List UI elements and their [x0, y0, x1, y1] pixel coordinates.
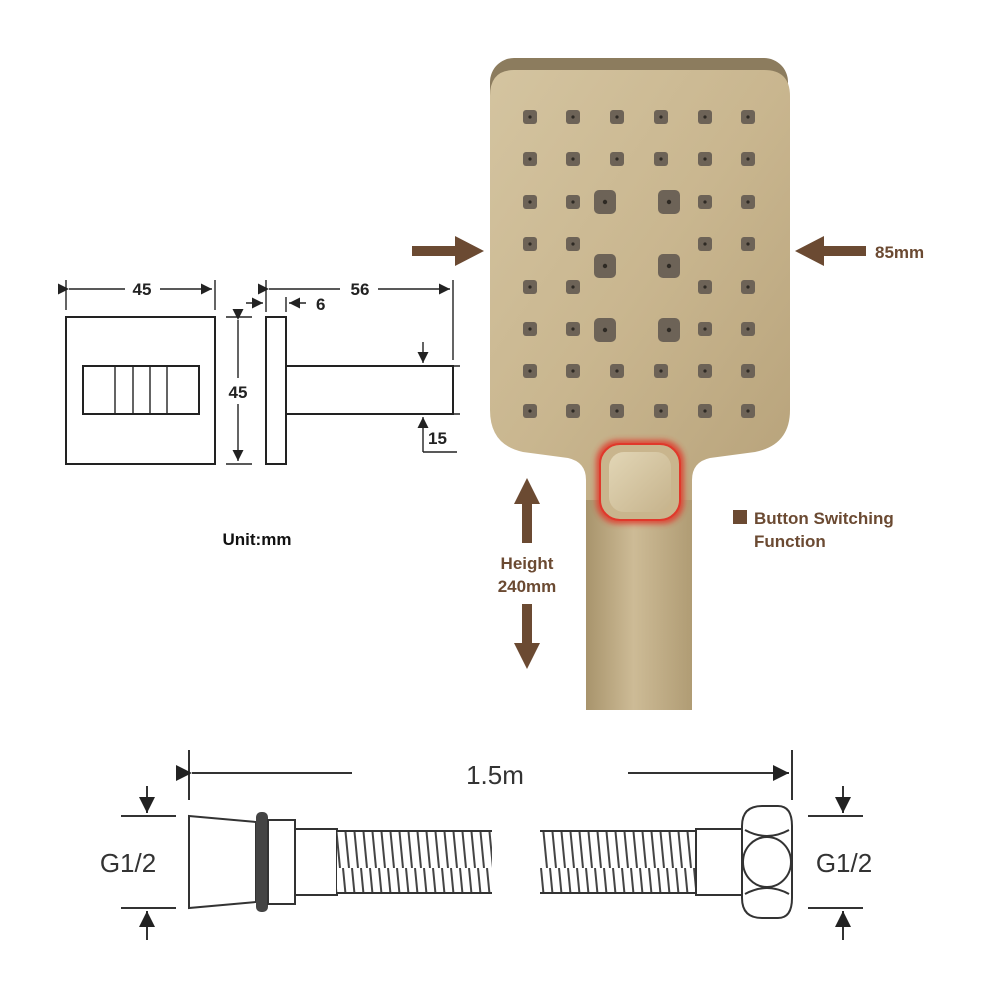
bracket-width-label: 45	[133, 280, 152, 299]
nozzle-hole	[659, 369, 663, 373]
nozzle-hole	[746, 200, 750, 204]
left-fitting-collar	[267, 819, 296, 905]
nozzle-hole	[746, 242, 750, 246]
nozzle-hole	[528, 327, 532, 331]
height-indicator: Height 240mm	[498, 478, 557, 669]
hose-coil-left	[337, 831, 492, 893]
bracket-side-plate	[265, 316, 287, 465]
height-arrow-up	[514, 478, 540, 543]
nozzle-hole	[703, 409, 707, 413]
nozzle-hole	[602, 263, 608, 269]
nozzle-hole	[659, 115, 663, 119]
width-arrow-right	[795, 236, 866, 266]
nozzle-hole	[615, 369, 619, 373]
nozzle-hole	[746, 409, 750, 413]
nozzle-hole	[602, 199, 608, 205]
nozzle-hole	[528, 285, 532, 289]
nozzle-hole	[746, 285, 750, 289]
nozzle-hole	[703, 242, 707, 246]
bracket-plate-thickness-label: 6	[316, 295, 325, 314]
nozzle-hole	[528, 369, 532, 373]
nozzle-hole	[571, 285, 575, 289]
nozzle-hole	[602, 327, 608, 333]
feature-label-line1: Button Switching	[754, 509, 894, 528]
nozzle-hole	[703, 200, 707, 204]
nozzle-hole	[666, 327, 672, 333]
nozzle-hole	[659, 409, 663, 413]
unit-label: Unit:mm	[223, 530, 292, 549]
nozzle-hole	[703, 369, 707, 373]
nozzle-hole	[571, 369, 575, 373]
nozzle-hole	[528, 115, 532, 119]
nozzle-hole	[703, 157, 707, 161]
width-indicator: 85mm	[412, 236, 924, 266]
nozzle-hole	[703, 285, 707, 289]
left-thread-label: G1/2	[100, 848, 156, 878]
right-thread-label: G1/2	[816, 848, 872, 878]
width-arrow-left	[412, 236, 484, 266]
hose-coil-right	[540, 831, 696, 893]
nozzle-hole	[659, 157, 663, 161]
nozzle-hole	[703, 115, 707, 119]
height-label-line2: 240mm	[498, 577, 557, 596]
switch-button[interactable]	[609, 452, 671, 512]
left-fitting-nut	[188, 814, 257, 910]
nozzle-hole	[571, 157, 575, 161]
nozzle-hole	[615, 157, 619, 161]
feature-label-line2: Function	[754, 532, 826, 551]
nozzle-hole	[703, 327, 707, 331]
left-fitting-ring	[256, 812, 268, 912]
nozzle-hole	[746, 327, 750, 331]
right-fitting-nut	[741, 805, 793, 919]
nozzle-hole	[571, 327, 575, 331]
bracket-side-arm	[285, 365, 454, 415]
nozzle-hole	[666, 263, 672, 269]
hose-drawing: 1.5m G1/2 G1/2	[100, 750, 872, 940]
nozzle-hole	[528, 157, 532, 161]
bracket-front-holder	[82, 365, 200, 415]
nozzle-hole	[528, 409, 532, 413]
shower-head	[490, 58, 790, 710]
nozzle-hole	[571, 409, 575, 413]
nozzle-hole	[666, 199, 672, 205]
height-arrow-down	[514, 604, 540, 669]
nozzle-hole	[615, 409, 619, 413]
feature-bullet-icon	[733, 510, 747, 524]
nozzle-hole	[571, 242, 575, 246]
nozzle-hole	[571, 200, 575, 204]
nozzle-hole	[528, 200, 532, 204]
bracket-depth-label: 56	[351, 280, 370, 299]
bracket-arm-thickness-label: 15	[428, 429, 447, 448]
wall-bracket-drawing: 45 45 56 6 15 Unit:mm	[57, 280, 460, 549]
right-fitting-sleeve	[695, 828, 743, 896]
shower-head-face	[490, 70, 790, 500]
feature-callout: Button Switching Function	[733, 509, 894, 551]
nozzle-hole	[615, 115, 619, 119]
shower-width-label: 85mm	[875, 243, 924, 262]
nozzle-hole	[746, 115, 750, 119]
height-label-line1: Height	[501, 554, 554, 573]
hose-length-label: 1.5m	[466, 760, 524, 790]
bracket-height-label: 45	[229, 383, 248, 402]
nozzle-hole	[746, 369, 750, 373]
nozzle-hole	[746, 157, 750, 161]
nozzle-grid	[523, 110, 755, 418]
left-fitting-sleeve	[294, 828, 338, 896]
nozzle-hole	[571, 115, 575, 119]
nozzle-hole	[528, 242, 532, 246]
bracket-front-plate	[65, 316, 216, 465]
